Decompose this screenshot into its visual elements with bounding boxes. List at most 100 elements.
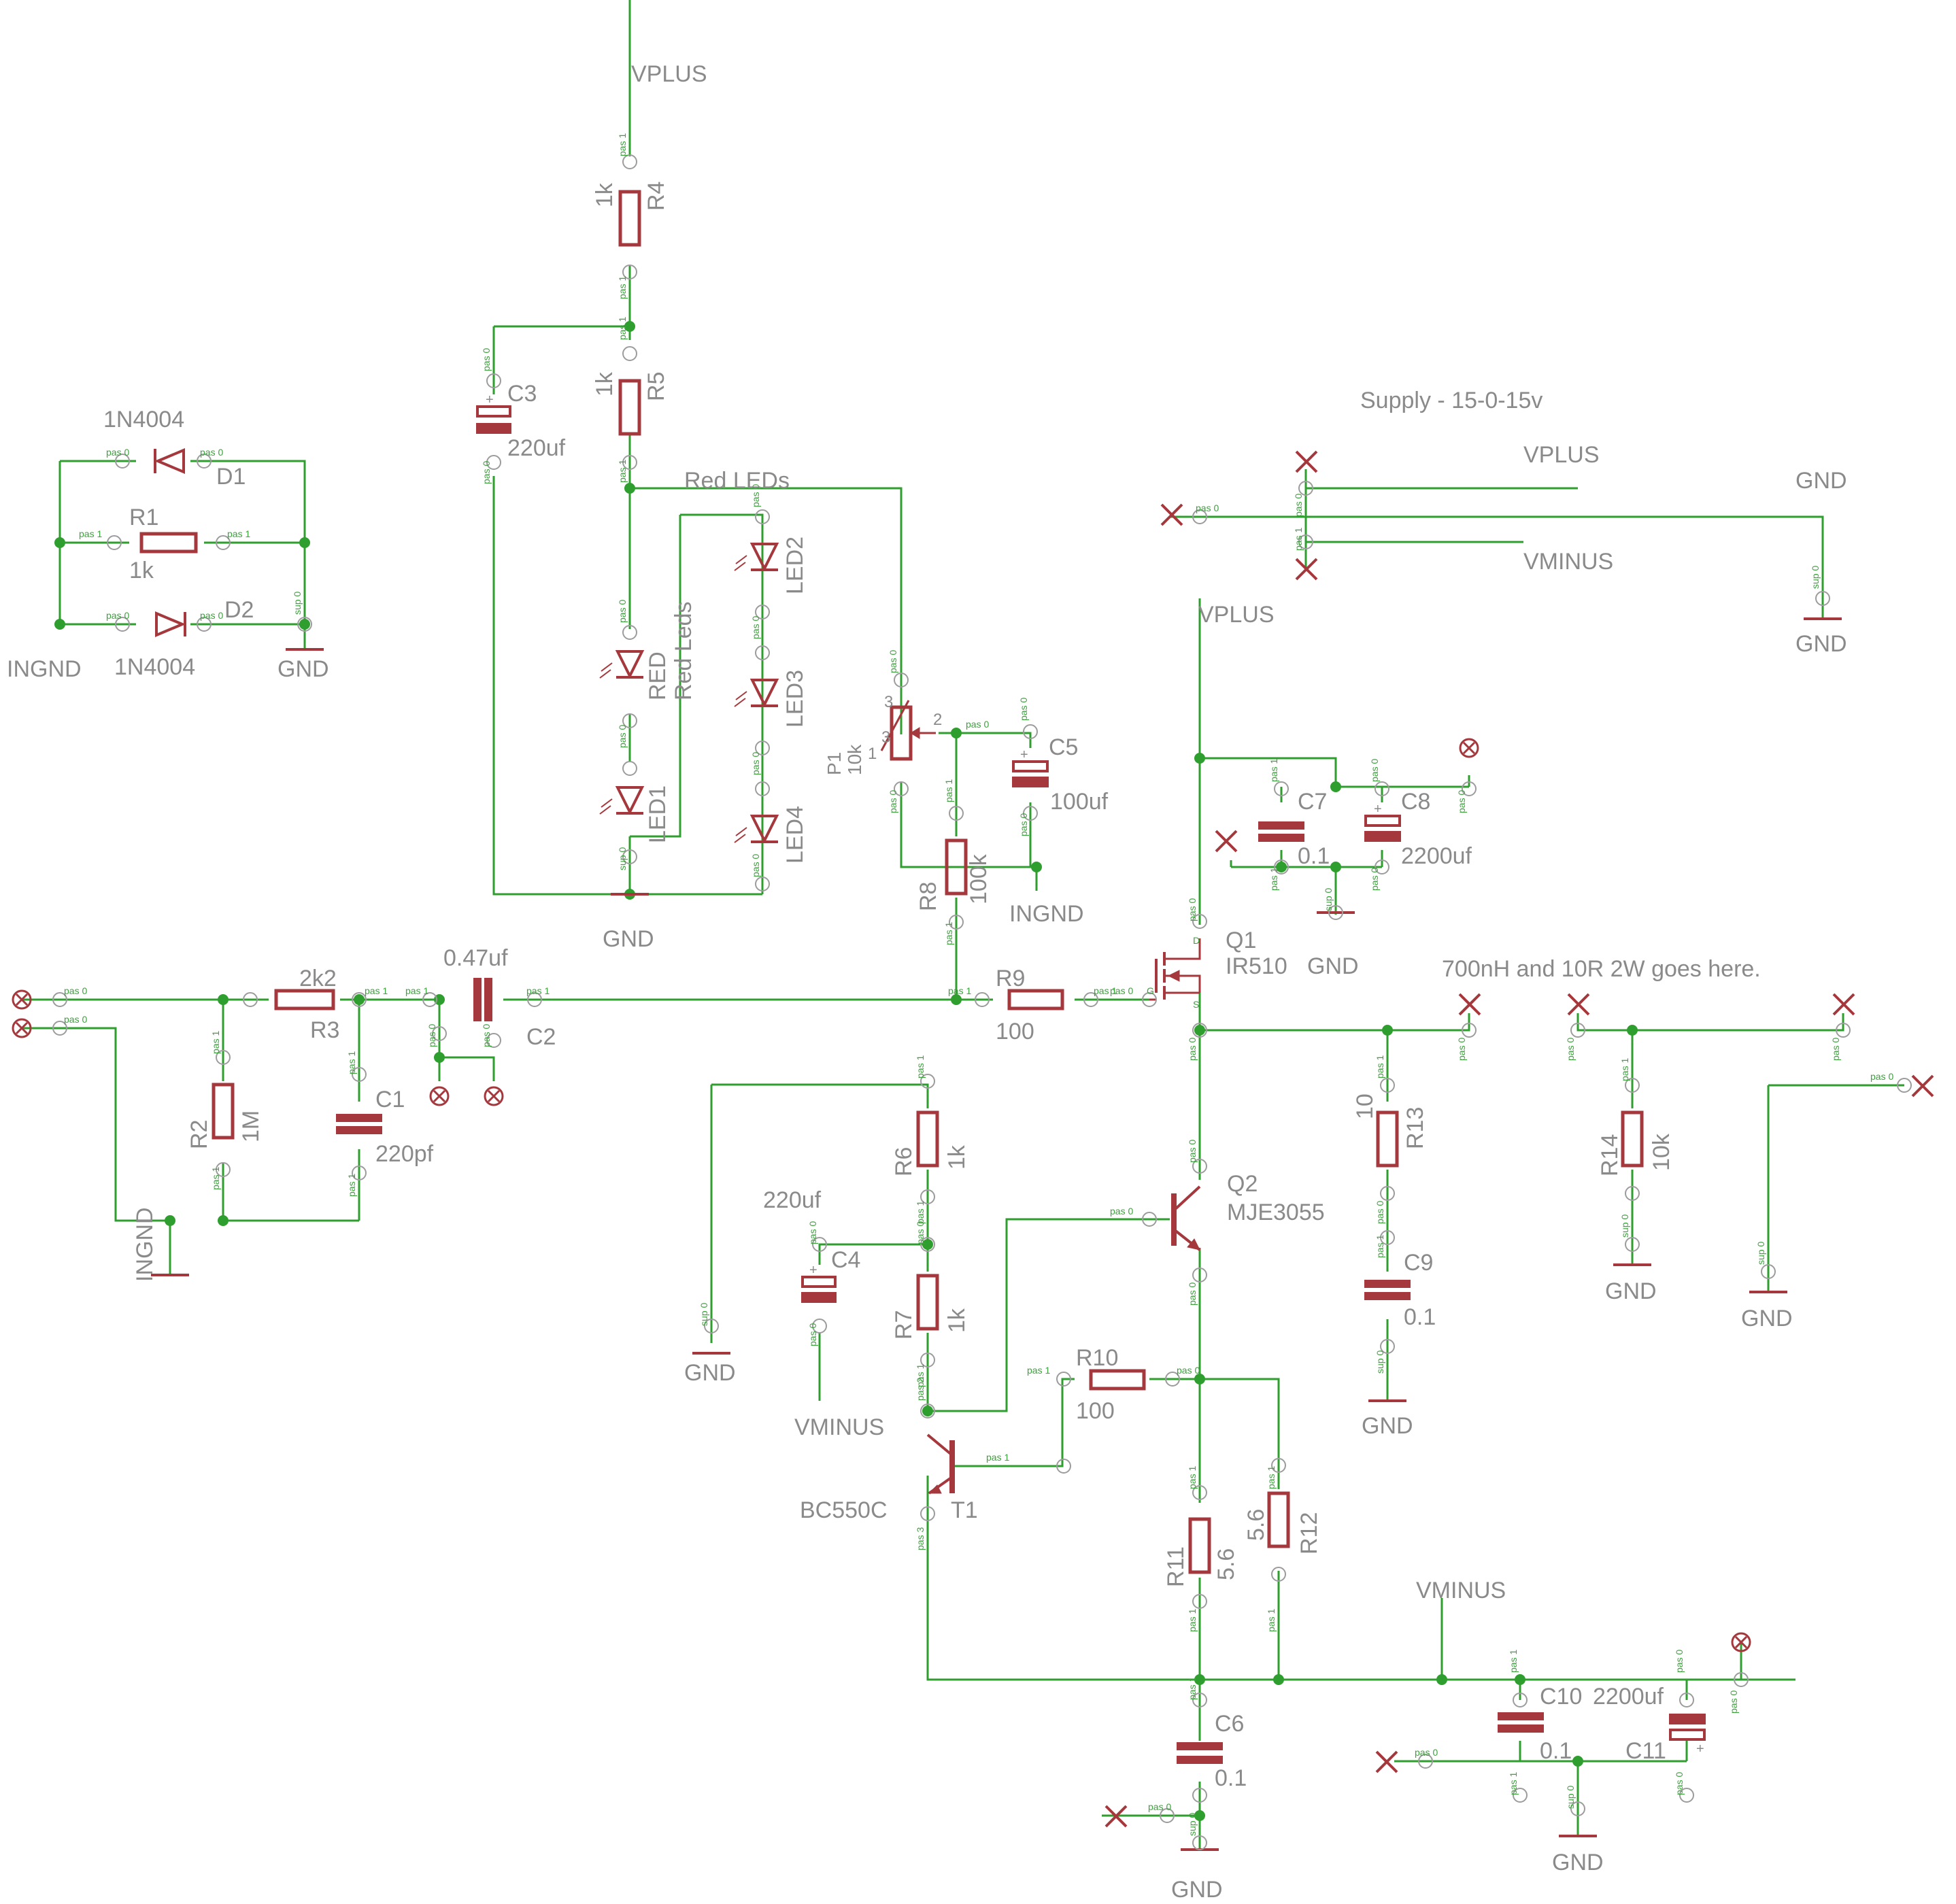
d2-value: 1N4004 (114, 654, 195, 680)
capacitor-c1 (336, 1114, 382, 1122)
r1-name: R1 (129, 505, 158, 530)
pin-label: pas 0 (750, 854, 761, 877)
capacitor-c6 (1177, 1742, 1223, 1750)
r1-value: 1k (129, 558, 154, 583)
pin-label: pas 1 (617, 317, 628, 340)
t1-value: BC550C (800, 1497, 888, 1523)
c7-value: 0.1 (1298, 843, 1330, 869)
pin-label: pas 1 (210, 1167, 221, 1190)
pin-label: pas 0 (106, 610, 129, 621)
led2-name: LED2 (782, 537, 808, 594)
pin-label: pas 1 (1266, 1466, 1277, 1489)
net-labels: VPLUS VPLUS VPLUS VMINUS VMINUS VMINUS G… (7, 61, 1847, 1903)
pin-label: pas 0 (1187, 1282, 1198, 1306)
pin-label: pas 1 (365, 985, 388, 996)
plus-sign: + (809, 1263, 817, 1278)
c2-value: 0.47uf (443, 945, 508, 971)
pin-label: sup 0 (1619, 1214, 1630, 1238)
d1-value: 1N4004 (103, 407, 184, 432)
transistors (926, 938, 1201, 1495)
pin-label: pas 0 (1728, 1690, 1739, 1714)
pin-label: sup 0 (1323, 888, 1334, 911)
pin-label: pas 1 (1027, 1365, 1050, 1376)
pin-label: pas 1 (943, 779, 954, 802)
pin-label: pas 1 (210, 1031, 221, 1054)
net-label-vplus: VPLUS (1523, 442, 1600, 468)
pin-label: pas 0 (1187, 1038, 1198, 1061)
pin-label: pas 0 (1018, 813, 1029, 836)
pin-label: pas 0 (64, 1014, 87, 1025)
q1-name: Q1 (1226, 928, 1256, 953)
r11-value: 5.6 (1213, 1548, 1239, 1580)
r11-name: R11 (1163, 1546, 1189, 1587)
pin-label: sup 0 (1565, 1786, 1576, 1809)
d2-name: D2 (224, 597, 254, 623)
r9-value: 100 (996, 1019, 1034, 1044)
r2-value: 1M (238, 1110, 264, 1142)
plus-sign: + (1374, 802, 1382, 817)
net-label-gnd: GND (1552, 1850, 1604, 1875)
c1-value: 220pf (375, 1141, 434, 1167)
plus-sign: + (1020, 747, 1028, 762)
p1-pin-3: 3 (881, 728, 890, 747)
pin-label: pas 1 (1187, 1466, 1198, 1489)
pin-label: pas 0 (750, 484, 761, 507)
c8-name: C8 (1401, 789, 1430, 815)
output-note: 700nH and 10R 2W goes here. (1442, 956, 1761, 982)
r3-value: 2k2 (299, 966, 337, 991)
pin-label: pas 1 (1268, 868, 1279, 891)
pin-label: pas 0 (888, 650, 898, 673)
net-label-ingnd: INGND (7, 656, 82, 682)
net-label-gnd: GND (277, 656, 329, 682)
pin-label: pas 0 (200, 447, 223, 458)
net-label-gnd: GND (684, 1360, 736, 1386)
resistor-r13 (1376, 1110, 1399, 1168)
supply-note: Supply - 15-0-15v (1360, 388, 1542, 413)
pin-label: pas 1 (1094, 985, 1117, 996)
pin-label: sup 0 (617, 847, 628, 870)
pin-label: pas 1 (986, 1452, 1009, 1463)
led1-value: RED (645, 651, 671, 700)
capacitor-c2 (473, 978, 482, 1021)
no-connect-marks (12, 450, 1934, 1828)
pin-label: pas 0 (1177, 1365, 1200, 1376)
p1-pin-1: 1 (868, 745, 877, 763)
pin-label: pas 1 (948, 985, 971, 996)
p1-name: P1 (824, 752, 845, 775)
pin-label: pas 0 (1674, 1772, 1685, 1795)
resistor-r10 (1089, 1369, 1146, 1391)
mosfet-q1 (1149, 938, 1201, 1001)
pin-label: G (1147, 985, 1154, 996)
pin-label: sup 0 (1810, 566, 1821, 589)
pin-label: pas 0 (807, 1323, 818, 1346)
p1-pin-2: 2 (933, 711, 942, 729)
resistor-r6 (916, 1110, 939, 1168)
r8-name: R8 (915, 882, 941, 911)
pin-label: pas 0 (200, 610, 223, 621)
pin-label: pas 0 (481, 348, 492, 371)
r12-value: 5.6 (1243, 1509, 1269, 1541)
led3-name: LED3 (782, 670, 808, 728)
notes: Supply - 15-0-15v 700nH and 10R 2W goes … (671, 388, 1761, 982)
pin-label: pas 0 (1293, 494, 1304, 517)
pin-label: pas 0 (1375, 1201, 1385, 1224)
r7-name: R7 (891, 1310, 917, 1340)
pin-label: pas 1 (79, 528, 102, 539)
net-label-gnd: GND (603, 926, 654, 952)
led-led3 (749, 679, 779, 708)
pin-label: pas 0 (617, 600, 628, 623)
pin-label: pas 0 (1187, 1140, 1198, 1163)
diode-d2 (155, 611, 186, 638)
pin-label: pas 0 (915, 1221, 926, 1244)
c6-name: C6 (1215, 1711, 1244, 1737)
junctions (54, 321, 1638, 1821)
capacitor-c9 (1364, 1280, 1411, 1288)
pin-label: pas 0 (1196, 503, 1219, 513)
pin-label: sup 0 (1755, 1242, 1766, 1265)
pin-label: pas 1 (1187, 1609, 1198, 1632)
r13-value: 10 (1352, 1093, 1378, 1119)
r2-name: R2 (186, 1120, 212, 1149)
net-label-vplus: VPLUS (631, 61, 707, 87)
r3-name: R3 (310, 1017, 339, 1043)
